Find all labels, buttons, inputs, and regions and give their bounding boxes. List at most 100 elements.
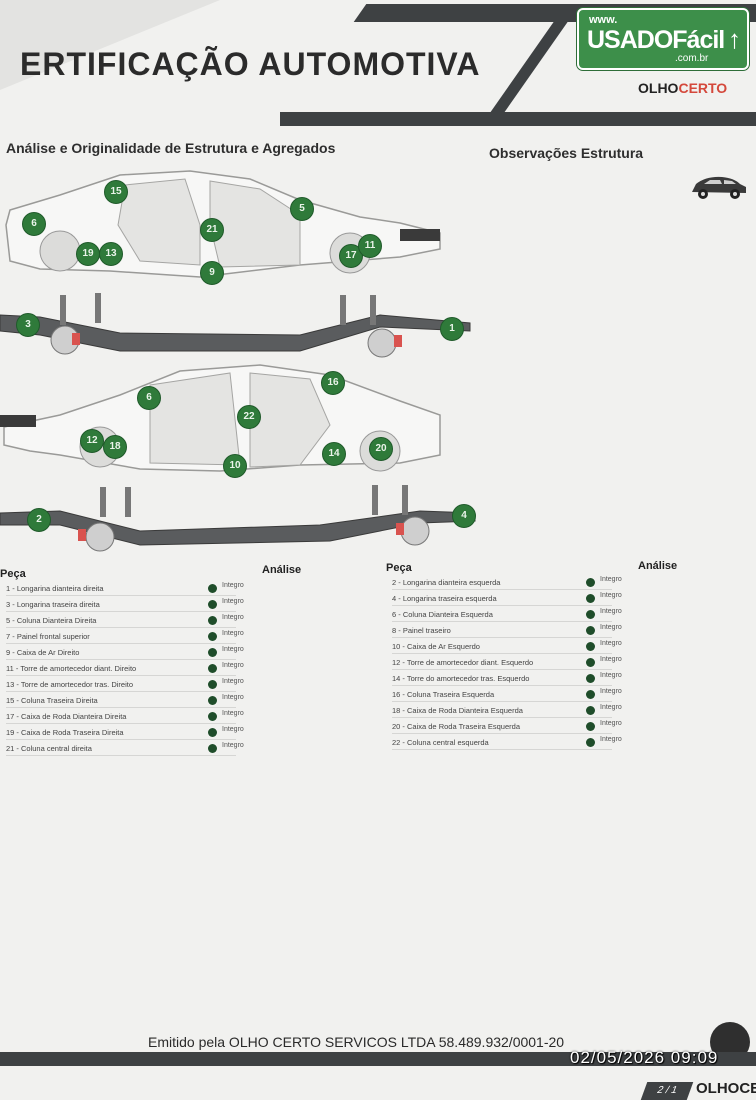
badge-1: 1 — [440, 317, 464, 341]
row-divider — [6, 643, 236, 644]
row-divider — [6, 755, 236, 756]
badge-21: 21 — [200, 218, 224, 242]
footer-logo: OLHOCER — [696, 1080, 756, 1097]
status-dot-icon — [208, 664, 217, 673]
status-label: Integro — [600, 720, 622, 727]
status-label: Integro — [600, 704, 622, 711]
badge-15: 15 — [104, 180, 128, 204]
row-divider — [6, 611, 236, 612]
arrow-up-icon: ↑ — [728, 24, 741, 54]
badge-4: 4 — [452, 504, 476, 528]
badge-3: 3 — [16, 313, 40, 337]
row-divider — [6, 675, 236, 676]
table-row: 15 - Coluna Traseira Direita Integro — [6, 694, 244, 712]
table-row: 13 - Torre de amortecedor tras. Direito I… — [6, 678, 244, 696]
status-label: Integro — [222, 598, 244, 605]
issuer-text: Emitido pela OLHO CERTO SERVICOS LTDA 58… — [148, 1034, 565, 1050]
row-divider — [6, 723, 236, 724]
status-label: Integro — [600, 656, 622, 663]
row-divider — [392, 717, 612, 718]
status-dot-icon — [586, 690, 595, 699]
piece-name: 15 - Coluna Traseira Direita — [6, 696, 98, 705]
table-row: 12 - Torre de amortecedor diant. Esquerd… — [392, 656, 622, 674]
piece-name: 3 - Longarina traseira direita — [6, 600, 100, 609]
status-label: Integro — [222, 726, 244, 733]
table-row: 14 - Torre do amortecedor tras. Esquerdo… — [392, 672, 622, 690]
status-label: Integro — [600, 576, 622, 583]
status-label: Integro — [600, 608, 622, 615]
piece-name: 1 - Longarina dianteira direita — [6, 584, 104, 593]
page-title: ERTIFICAÇÃO AUTOMOTIVA — [20, 46, 481, 82]
row-divider — [392, 685, 612, 686]
status-dot-icon — [586, 738, 595, 747]
row-divider — [6, 739, 236, 740]
observations-title: Observações Estrutura — [489, 145, 644, 161]
photo-timestamp: 02/05/2026 09:09 — [570, 1048, 719, 1067]
col-analysis-left: Análise — [262, 564, 302, 576]
table-row: 19 - Caixa de Roda Traseira Direita Integ… — [6, 726, 244, 744]
status-dot-icon — [586, 674, 595, 683]
table-row: 11 - Torre de amortecedor diant. Direito… — [6, 662, 244, 680]
table-row: 4 - Longarina traseira esquerda Integro — [392, 592, 622, 610]
watermark-main: USADOFácil — [587, 26, 725, 54]
status-dot-icon — [208, 680, 217, 689]
row-divider — [6, 707, 236, 708]
status-label: Integro — [222, 694, 244, 701]
status-label: Integro — [600, 592, 622, 599]
status-label: Integro — [222, 630, 244, 637]
col-analysis-right: Análise — [638, 560, 678, 572]
table-left: Peça Análise 1 - Longarina dianteira dir… — [0, 560, 360, 760]
status-label: Integro — [222, 710, 244, 717]
row-divider — [392, 621, 612, 622]
status-label: Integro — [222, 614, 244, 621]
watermark-www: www. — [589, 14, 618, 26]
row-divider — [392, 669, 612, 670]
status-dot-icon — [208, 616, 217, 625]
piece-name: 9 - Caixa de Ar Direito — [6, 648, 80, 657]
status-dot-icon — [586, 578, 595, 587]
piece-name: 20 - Caixa de Roda Traseira Esquerda — [392, 722, 520, 731]
badge-12: 12 — [80, 429, 104, 453]
status-label: Integro — [222, 662, 244, 669]
piece-name: 18 - Caixa de Roda Dianteira Esquerda — [392, 706, 523, 715]
table-row: 3 - Longarina traseira direita Integro — [6, 598, 244, 616]
status-label: Integro — [600, 688, 622, 695]
badge-6-top: 6 — [22, 212, 46, 236]
piece-name: 7 - Painel frontal superior — [6, 632, 90, 641]
badge-13: 13 — [99, 242, 123, 266]
status-label: Integro — [222, 678, 244, 685]
piece-name: 4 - Longarina traseira esquerda — [392, 594, 497, 603]
status-dot-icon — [208, 728, 217, 737]
status-label: Integro — [600, 640, 622, 647]
badge-19: 19 — [76, 242, 100, 266]
page-number: 2 / 1 — [640, 1082, 694, 1100]
badge-11: 11 — [358, 234, 382, 258]
olhocerto-logo: OLHOCERTO — [638, 80, 728, 96]
status-dot-icon — [586, 642, 595, 651]
row-divider — [6, 691, 236, 692]
status-dot-icon — [586, 626, 595, 635]
badge-10: 10 — [223, 454, 247, 478]
status-label: Integro — [222, 646, 244, 653]
piece-name: 14 - Torre do amortecedor tras. Esquerdo — [392, 674, 530, 683]
status-label: Integro — [600, 672, 622, 679]
usadofacil-watermark: www. USADOFácil .com.br ↑ — [577, 8, 749, 70]
status-dot-icon — [586, 706, 595, 715]
status-label: Integro — [222, 582, 244, 589]
row-divider — [6, 659, 236, 660]
badge-6: 6 — [137, 386, 161, 410]
table-row: 16 - Coluna Traseira Esquerda Integro — [392, 688, 622, 706]
badge-20: 20 — [369, 437, 393, 461]
header-rule — [280, 112, 756, 126]
piece-name: 6 - Coluna Dianteira Esquerda — [392, 610, 493, 619]
structure-diagram — [0, 170, 476, 552]
piece-name: 13 - Torre de amortecedor tras. Direito — [6, 680, 133, 689]
status-dot-icon — [208, 584, 217, 593]
badge-5: 5 — [290, 197, 314, 221]
piece-name: 21 - Coluna central direita — [6, 744, 92, 753]
badge-9: 9 — [200, 261, 224, 285]
piece-name: 19 - Caixa de Roda Traseira Direita — [6, 728, 124, 737]
piece-name: 16 - Coluna Traseira Esquerda — [392, 690, 495, 699]
